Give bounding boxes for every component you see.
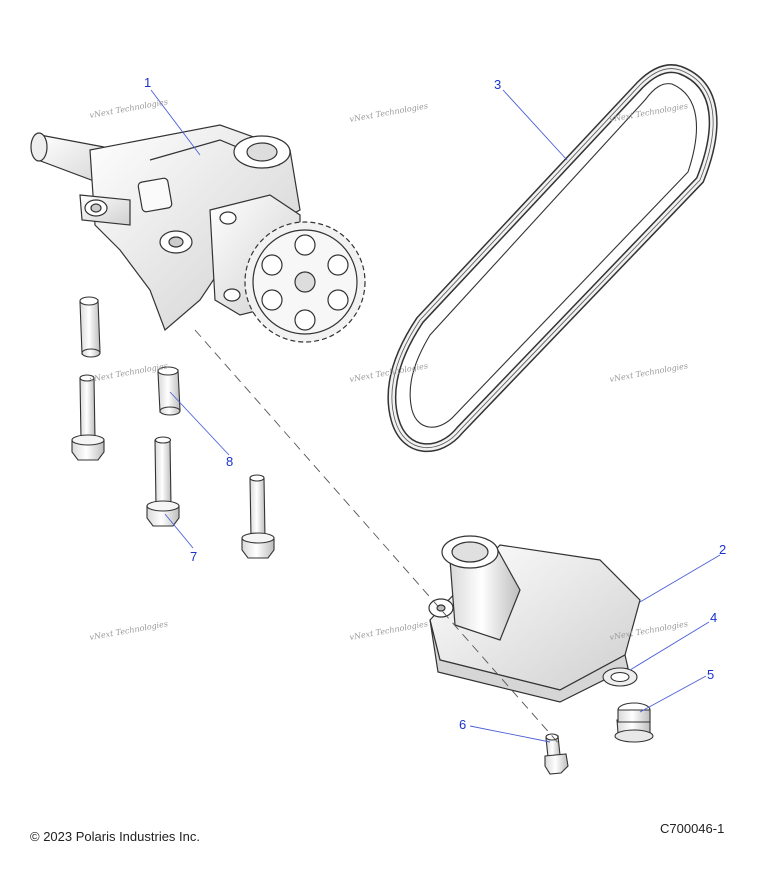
watermark-text: vNext Technologies [349, 619, 429, 642]
callout-8: 8 [226, 454, 233, 469]
flange-bolts [71, 374, 275, 559]
drain-plug [614, 702, 654, 743]
watermark-text: vNext Technologies [609, 361, 689, 384]
callout-7: 7 [190, 549, 197, 564]
watermark-text: vNext Technologies [89, 361, 169, 384]
watermark-text: vNext Technologies [349, 361, 429, 384]
leader-lines [150, 89, 721, 743]
watermark-text: vNext Technologies [89, 97, 169, 120]
dowel-pins [79, 296, 181, 416]
drive-chain [387, 64, 718, 453]
pickup-screw [544, 733, 569, 775]
callout-6: 6 [459, 717, 466, 732]
figure-id: C700046-1 [660, 821, 725, 836]
callout-4: 4 [710, 610, 717, 625]
copyright-notice: © 2023 Polaris Industries Inc. [30, 829, 200, 844]
oil-pump [30, 124, 366, 343]
callout-1: 1 [144, 75, 151, 90]
assembly-axis-line [194, 329, 561, 746]
watermark-text: vNext Technologies [89, 619, 169, 642]
callout-5: 5 [707, 667, 714, 682]
watermark-text: vNext Technologies [349, 101, 429, 124]
callout-2: 2 [719, 542, 726, 557]
sealing-washer [602, 667, 638, 687]
callout-3: 3 [494, 77, 501, 92]
